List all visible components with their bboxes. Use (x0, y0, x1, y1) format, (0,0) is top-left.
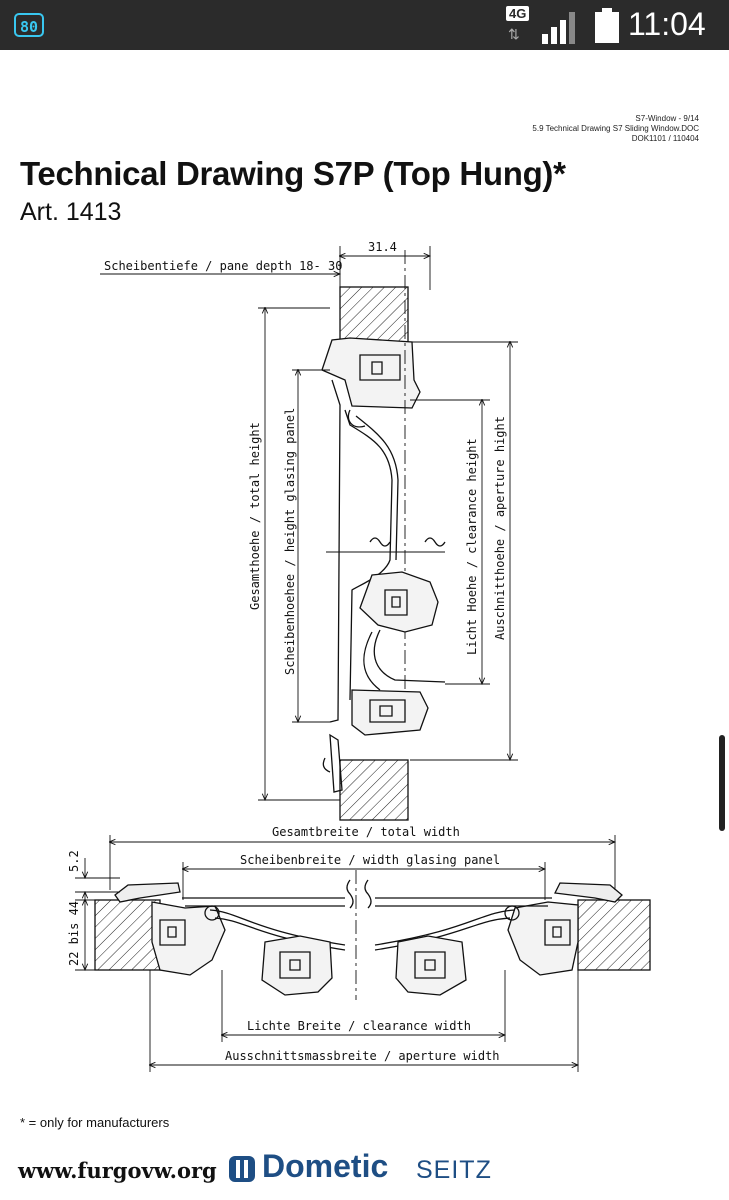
document-reference: S7-Window - 9/14 5.9 Technical Drawing S… (532, 114, 699, 144)
aperture-width-label: Ausschnittsmassbreite / aperture width (225, 1049, 500, 1063)
doc-ref-line1: S7-Window - 9/14 (635, 114, 699, 123)
clearance-width-label: Lichte Breite / clearance width (247, 1019, 471, 1033)
page-title: Technical Drawing S7P (Top Hung)* (20, 155, 566, 192)
width-glasing-label: Scheibenbreite / width glasing panel (240, 853, 500, 867)
network-type-label: 4G (506, 6, 530, 21)
dim-22-bis-44: 22 bis 44 (67, 901, 81, 966)
vertical-section (321, 250, 446, 821)
status-bar: 80 4G ⇅ 11:04 (0, 0, 729, 50)
clock: 11:04 (628, 6, 706, 42)
article-number: Art. 1413 (20, 198, 122, 226)
dim-31-4: 31.4 (368, 240, 397, 254)
vertical-dimensions (100, 246, 518, 800)
clearance-height-label: Licht Hoehe / clearance height (465, 438, 479, 655)
vertical-dimension-labels: 31.4 Scheibentiefe / pane depth 18- 30 G… (104, 240, 507, 675)
app-notification-icon: 80 (14, 13, 44, 37)
dometic-logo-icon (229, 1155, 255, 1182)
brand-name: Dometic (262, 1148, 389, 1184)
horizontal-section (94, 870, 651, 1000)
data-transfer-icon: ⇅ (508, 26, 520, 42)
doc-ref-line3: DOK1101 / 110404 (631, 134, 699, 143)
battery-icon (595, 8, 619, 43)
horizontal-dimension-labels: Gesamtbreite / total width Scheibenbreit… (67, 825, 500, 1063)
aperture-height-label: Auschnitthoehe / aperture hight (493, 416, 507, 640)
technical-drawing: 31.4 Scheibentiefe / pane depth 18- 30 G… (67, 240, 651, 1072)
pane-depth-label: Scheibentiefe / pane depth 18- 30 (104, 259, 342, 273)
scrollbar[interactable] (719, 735, 725, 831)
total-width-label: Gesamtbreite / total width (272, 825, 460, 839)
total-height-label: Gesamthoehe / total height (248, 422, 262, 610)
signal-strength-icon (542, 12, 575, 44)
brand-subtitle: SEITZ (416, 1156, 492, 1184)
footnote: * = only for manufacturers (20, 1115, 170, 1130)
height-glasing-label: Scheibenhoehee / height glasing panel (283, 408, 297, 675)
website-watermark: www.furgovw.org (18, 1158, 217, 1183)
horizontal-dimensions (75, 835, 615, 1072)
dim-5-2: 5.2 (67, 850, 81, 872)
doc-ref-line2: 5.9 Technical Drawing S7 Sliding Window.… (532, 124, 699, 133)
brand-logo: Dometic (228, 1148, 388, 1185)
